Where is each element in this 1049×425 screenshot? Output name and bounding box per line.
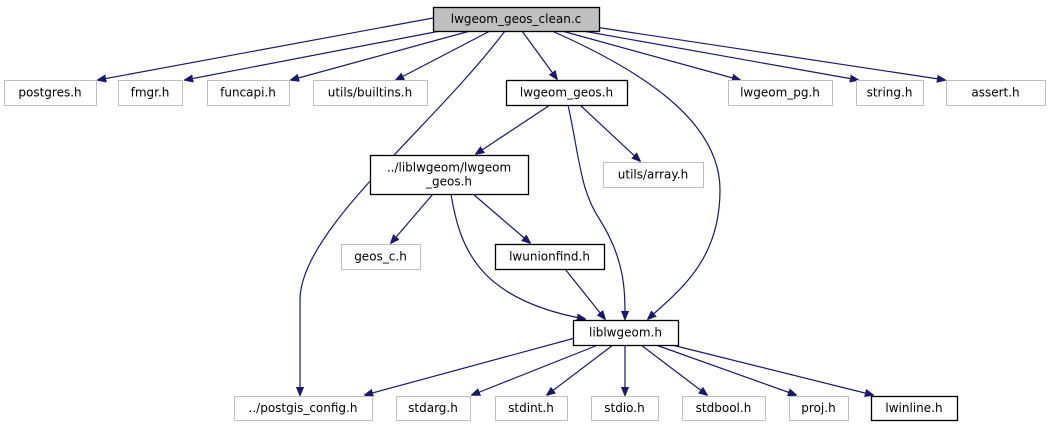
node-liblwgeom[interactable]: liblwgeom.h xyxy=(572,319,680,347)
node-label: proj.h xyxy=(801,401,835,415)
node-label: _geos.h xyxy=(425,175,472,189)
node-lwgeom-pg: lwgeom_pg.h xyxy=(728,80,833,106)
node-label: funcapi.h xyxy=(220,86,276,100)
edge-liblwgeom-to-stdint xyxy=(547,344,614,395)
edge-root-to-fmgr xyxy=(185,30,441,80)
node-label: lwgeom_geos_clean.c xyxy=(451,12,581,26)
node-box xyxy=(369,154,530,196)
node-lwunionfind[interactable]: lwunionfind.h xyxy=(494,243,606,271)
edge-root-to-postgres xyxy=(98,17,434,80)
edge-liblwgeom-to-proj xyxy=(655,344,796,395)
node-box xyxy=(234,396,373,421)
node-label: utils/array.h xyxy=(618,168,688,182)
node-box xyxy=(495,396,568,421)
edge-root-to-funcapi xyxy=(291,30,471,80)
node-label: lwunionfind.h xyxy=(509,250,590,264)
edge-root-to-builtins xyxy=(396,30,491,80)
edge-lwgeom_geos-to-liblwgeom xyxy=(567,104,625,319)
edges-layer xyxy=(98,17,945,395)
node-box xyxy=(682,396,766,421)
node-root[interactable]: lwgeom_geos_clean.c xyxy=(432,6,601,33)
node-postgres: postgres.h xyxy=(4,80,97,106)
node-stdint: stdint.h xyxy=(495,396,568,421)
edge-root-to-liblwgeom xyxy=(551,30,721,319)
node-builtins: utils/builtins.h xyxy=(313,80,428,106)
node-label: liblwgeom.h xyxy=(589,326,662,340)
node-label: stdio.h xyxy=(604,401,644,415)
node-box xyxy=(856,80,924,106)
node-box xyxy=(603,162,704,188)
node-lwgeom-geos[interactable]: lwgeom_geos.h xyxy=(505,79,629,107)
edge-lwgeom_geos-to-array xyxy=(579,104,640,161)
node-array: utils/array.h xyxy=(603,162,704,188)
node-label: lwgeom_pg.h xyxy=(740,86,820,100)
node-label: utils/builtins.h xyxy=(328,86,412,100)
node-box xyxy=(946,80,1046,106)
node-box xyxy=(4,80,97,106)
nodes-layer: lwgeom_geos_clean.c postgres.h fmgr.h funca… xyxy=(4,6,1046,422)
edge-liblwgeom-to-lwinline xyxy=(671,344,873,395)
node-postgis-config: ../postgis_config.h xyxy=(234,396,373,421)
node-box xyxy=(432,6,601,33)
edge-liblwgeom-to-stdarg xyxy=(472,344,599,395)
node-stdbool: stdbool.h xyxy=(682,396,766,421)
node-fmgr: fmgr.h xyxy=(118,80,183,106)
edge-root-to-lwgeom_geos xyxy=(521,30,557,79)
node-lwinline[interactable]: lwinline.h xyxy=(870,395,959,422)
node-label: assert.h xyxy=(971,86,1019,100)
node-funcapi: funcapi.h xyxy=(207,80,290,106)
edge-liblwgeom-to-postgis_config xyxy=(365,337,576,395)
node-box xyxy=(505,79,629,107)
node-box xyxy=(728,80,833,106)
node-box xyxy=(341,244,421,270)
node-label: stdint.h xyxy=(508,401,554,415)
node-lib-lwgeom-geos[interactable]: ../liblwgeom/lwgeom_geos.h xyxy=(369,154,530,196)
node-label: ../liblwgeom/lwgeom xyxy=(387,161,511,175)
node-label: ../postgis_config.h xyxy=(249,401,358,415)
node-box xyxy=(313,80,428,106)
node-box xyxy=(572,319,680,347)
edge-lwunionfind-to-liblwgeom xyxy=(564,268,605,319)
edge-liblwgeom-to-stdbool xyxy=(640,344,707,395)
edge-lib_lwgeom_geos-to-geos_c xyxy=(391,193,434,243)
node-assert: assert.h xyxy=(946,80,1046,106)
node-box xyxy=(870,395,959,422)
node-stdio: stdio.h xyxy=(591,396,659,421)
node-box xyxy=(396,396,471,421)
node-proj: proj.h xyxy=(789,396,849,421)
node-box xyxy=(789,396,849,421)
node-box xyxy=(118,80,183,106)
node-string: string.h xyxy=(856,80,924,106)
node-box xyxy=(494,243,606,271)
edge-lwgeom_geos-to-lib_lwgeom_geos xyxy=(476,104,551,154)
edge-root-to-postgis_config xyxy=(300,30,506,395)
node-label: lwinline.h xyxy=(885,401,942,415)
node-box xyxy=(207,80,290,106)
node-label: fmgr.h xyxy=(131,86,170,100)
edge-lib_lwgeom_geos-to-lwunionfind xyxy=(472,193,530,243)
node-label: stdbool.h xyxy=(696,401,752,415)
node-label: lwgeom_geos.h xyxy=(520,86,613,100)
node-label: string.h xyxy=(867,86,913,100)
edge-root-to-assert xyxy=(594,26,945,80)
edge-lib_lwgeom_geos-to-liblwgeom xyxy=(450,193,585,319)
node-geos-c: geos_c.h xyxy=(341,244,421,270)
node-stdarg: stdarg.h xyxy=(396,396,471,421)
edge-root-to-lwgeom_pg xyxy=(561,30,740,80)
edge-root-to-string xyxy=(582,30,858,80)
node-box xyxy=(591,396,659,421)
node-label: geos_c.h xyxy=(354,250,407,264)
node-label: stdarg.h xyxy=(408,401,458,415)
node-label: postgres.h xyxy=(18,86,81,100)
